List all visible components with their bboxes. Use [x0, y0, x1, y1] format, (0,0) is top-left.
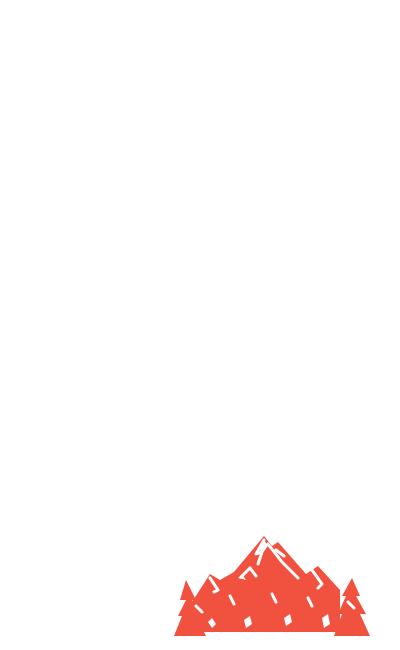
mountain-forest-icon — [174, 536, 370, 636]
mountain-forest-logo — [172, 532, 370, 638]
